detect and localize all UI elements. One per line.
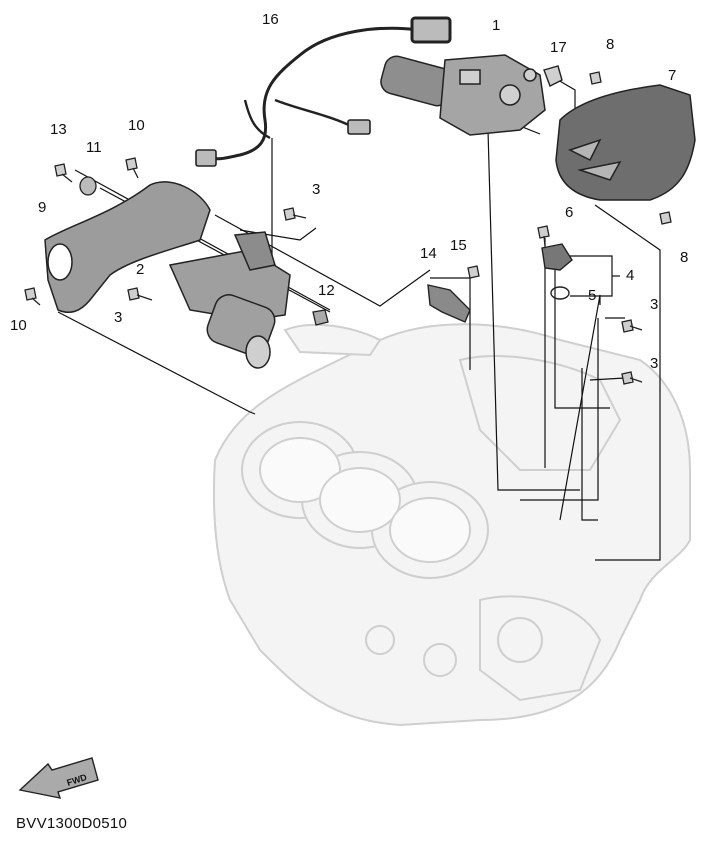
diagram-reference-code: BVV1300D0510 — [16, 815, 128, 832]
callout-11: 11 — [86, 139, 102, 156]
callout-1: 1 — [492, 17, 501, 34]
callout-7: 7 — [668, 67, 677, 84]
callout-8a: 8 — [606, 36, 615, 53]
callout-3a: 3 — [312, 181, 321, 198]
callout-10a: 10 — [128, 117, 145, 134]
bracket-icon — [44, 181, 211, 313]
callout-12: 12 — [318, 282, 335, 299]
shift-actuator — [168, 231, 291, 369]
callout-2: 2 — [136, 261, 145, 278]
leader-lines — [57, 79, 661, 561]
callout-6: 6 — [565, 204, 574, 221]
cap-icon — [543, 65, 563, 87]
bracket-lines — [570, 255, 620, 297]
o-ring-icon — [550, 286, 570, 300]
cover-plate-icon — [555, 84, 696, 201]
engine-crankcase-icon — [212, 323, 691, 727]
callout-14: 14 — [420, 245, 437, 262]
forward-direction-icon: FWD — [18, 757, 99, 799]
sensor-icon — [541, 243, 573, 271]
nut-icon — [312, 309, 329, 326]
wire-harness-icon — [195, 16, 452, 167]
callout-10b: 10 — [10, 317, 27, 334]
callout-13: 13 — [50, 121, 67, 138]
callout-4: 4 — [626, 267, 635, 284]
callout-8b: 8 — [680, 249, 689, 266]
callout-17: 17 — [550, 39, 567, 56]
callout-3c: 3 — [114, 309, 123, 326]
callout-9: 9 — [38, 199, 47, 216]
clutch-actuator — [380, 54, 546, 136]
callout-3b: 3 — [650, 296, 659, 313]
callout-16: 16 — [262, 11, 279, 28]
grommet-icon — [79, 176, 97, 196]
small-bracket-icon — [427, 284, 471, 323]
callout-3d: 3 — [650, 355, 659, 372]
bolt-icon — [24, 71, 672, 385]
callout-5: 5 — [588, 287, 597, 304]
callout-15: 15 — [450, 237, 467, 254]
